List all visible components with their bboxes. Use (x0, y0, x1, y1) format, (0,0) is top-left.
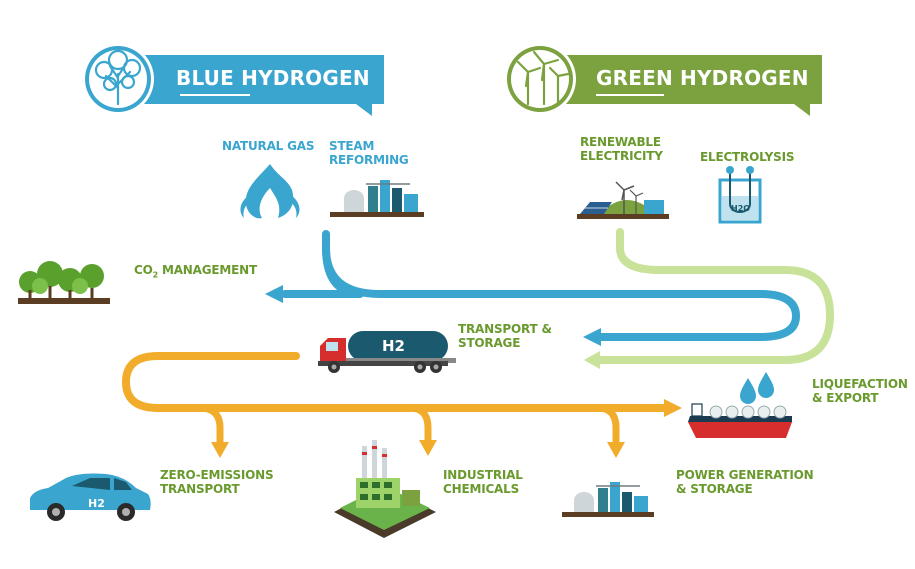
blue-hydrogen-title: BLUE HYDROGEN (176, 66, 370, 90)
factory-icon (334, 440, 436, 538)
co2-management-prefix: CO (134, 263, 153, 277)
forest-icon (18, 261, 110, 304)
natural-gas-label: NATURAL GAS (222, 139, 315, 153)
truck-tank-label: H2 (382, 337, 405, 355)
refinery-icon (330, 180, 424, 217)
industrial-chemicals-label: INDUSTRIAL CHEMICALS (443, 468, 523, 496)
distribution-flow (122, 352, 668, 412)
car-label: H2 (88, 497, 105, 510)
chemicals-branch (406, 404, 432, 446)
co2-subscript: 2 (152, 270, 159, 280)
export-flow-arrowhead (664, 399, 682, 417)
steam-reforming-label: STEAM REFORMING (329, 139, 409, 167)
green-hydrogen-title: GREEN HYDROGEN (596, 66, 809, 90)
co2-management-label: CO2 MANAGEMENT (134, 263, 257, 282)
co2-management-suffix: MANAGEMENT (157, 263, 257, 277)
green-hydrogen-flow (594, 228, 834, 364)
flame-icon (240, 164, 300, 219)
lng-ship-icon (688, 403, 792, 438)
power-generation-storage-label: POWER GENERATION & STORAGE (676, 468, 814, 496)
power-plant-icon (562, 482, 654, 517)
blue-flow-arrowhead (583, 328, 601, 346)
transport-branch (196, 404, 224, 448)
zero-emissions-transport-label: ZERO-EMISSIONS TRANSPORT (160, 468, 274, 496)
power-branch (594, 404, 620, 448)
solar-wind-icon (577, 181, 669, 219)
co2-flow-arrowhead (265, 285, 283, 303)
electrolysis-label: ELECTROLYSIS (700, 150, 795, 164)
green-flow-arrowhead (584, 351, 600, 369)
tanker-truck-icon (318, 331, 456, 373)
water-drops-icon (740, 372, 774, 404)
chemicals-branch-arrowhead (419, 440, 437, 456)
electrolysis-icon (718, 166, 762, 224)
transport-branch-arrowhead (211, 442, 229, 458)
car-icon (30, 473, 151, 521)
renewable-electricity-label: RENEWABLE ELECTRICITY (580, 135, 663, 163)
liquefaction-export-label: LIQUEFACTION & EXPORT (812, 377, 908, 405)
tree-icon (94, 49, 142, 106)
electrolysis-cell-label: H2O (731, 204, 751, 213)
wind-turbine-icon (516, 50, 570, 106)
power-branch-arrowhead (607, 442, 625, 458)
blue-hydrogen-flow-main (322, 244, 800, 341)
transport-storage-label: TRANSPORT & STORAGE (458, 322, 552, 350)
